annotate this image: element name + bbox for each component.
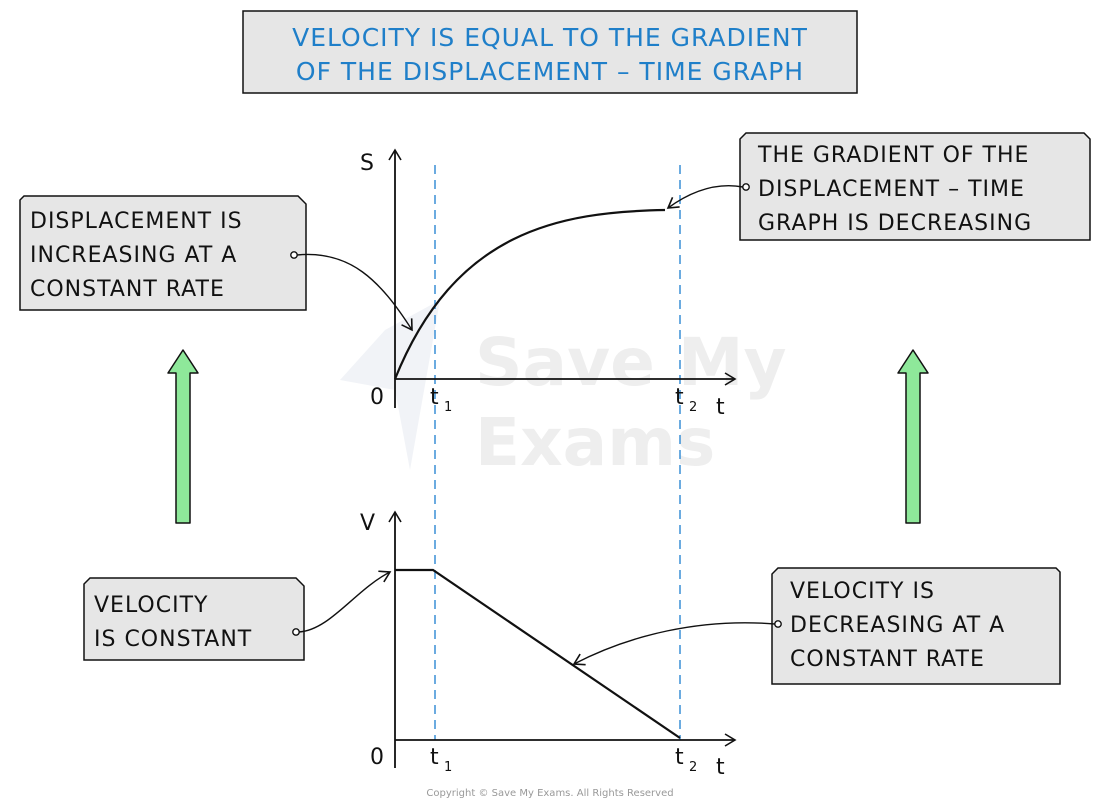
- t2-sub-top: 2: [689, 400, 697, 415]
- callout-displacement-line2: INCREASING AT A: [30, 243, 237, 268]
- watermark-logo-icon: [340, 300, 440, 470]
- callout-velocity-decreasing-line2: DECREASING AT A: [790, 613, 1005, 638]
- title-line2: OF THE DISPLACEMENT – TIME GRAPH: [296, 57, 804, 86]
- callout-gradient-decreasing: THE GRADIENT OF THE DISPLACEMENT – TIME …: [666, 132, 1091, 241]
- v-axis-label: V: [360, 511, 375, 536]
- t1-sub-top: 1: [444, 400, 452, 415]
- callout-velocity-decreasing: VELOCITY IS DECREASING AT A CONSTANT RAT…: [572, 567, 1061, 685]
- callout-gradient-line2: DISPLACEMENT – TIME: [758, 177, 1025, 202]
- velocity-line: [395, 568, 681, 739]
- t1-label-top: t: [430, 385, 439, 410]
- callout-displacement-line3: CONSTANT RATE: [30, 277, 225, 302]
- watermark-line1: Save My: [475, 324, 787, 401]
- callout-velocity-decreasing-line3: CONSTANT RATE: [790, 647, 985, 672]
- origin-label-top: 0: [370, 385, 384, 410]
- pointer-to-curve-top: [666, 185, 744, 209]
- title-box: VELOCITY IS EQUAL TO THE GRADIENT OF THE…: [242, 10, 858, 94]
- t2-label-top: t: [675, 385, 684, 410]
- callout-gradient-line3: GRAPH IS DECREASING: [758, 211, 1032, 236]
- origin-label-bottom: 0: [370, 745, 384, 770]
- velocity-time-graph: V 0 t 1 t 2 t: [360, 510, 737, 780]
- callout-displacement-constant: DISPLACEMENT IS INCREASING AT A CONSTANT…: [19, 195, 413, 332]
- t2-label-bottom: t: [675, 745, 684, 770]
- green-up-arrow-left-icon: [167, 349, 199, 524]
- callout-velocity-constant-line2: IS CONSTANT: [94, 627, 252, 652]
- copyright-text: Copyright © Save My Exams. All Rights Re…: [426, 788, 673, 799]
- green-up-arrow-right-icon: [897, 349, 929, 524]
- callout-velocity-constant: VELOCITY IS CONSTANT: [83, 570, 392, 661]
- callout-velocity-decreasing-line1: VELOCITY IS: [790, 579, 935, 604]
- callout-gradient-line1: THE GRADIENT OF THE: [757, 143, 1029, 168]
- displacement-curve: [393, 208, 666, 380]
- title-line1: VELOCITY IS EQUAL TO THE GRADIENT: [292, 23, 808, 52]
- t2-sub-bottom: 2: [689, 760, 697, 775]
- displacement-time-graph: S 0 t 1 t 2 t: [360, 148, 737, 420]
- s-axis-label: S: [360, 151, 374, 176]
- t1-label-bottom: t: [430, 745, 439, 770]
- callout-velocity-constant-line1: VELOCITY: [94, 593, 208, 618]
- t1-sub-bottom: 1: [444, 760, 452, 775]
- watermark: Save My Exams: [340, 300, 787, 481]
- callout-displacement-line1: DISPLACEMENT IS: [30, 209, 243, 234]
- pointer-to-flat-velocity: [298, 570, 392, 633]
- pointer-to-sloped-velocity: [572, 622, 776, 666]
- t-axis-label-top: t: [716, 395, 725, 420]
- t-axis-label-bottom: t: [716, 755, 725, 780]
- pointer-to-initial-gradient: [296, 253, 413, 332]
- watermark-line2: Exams: [475, 404, 715, 481]
